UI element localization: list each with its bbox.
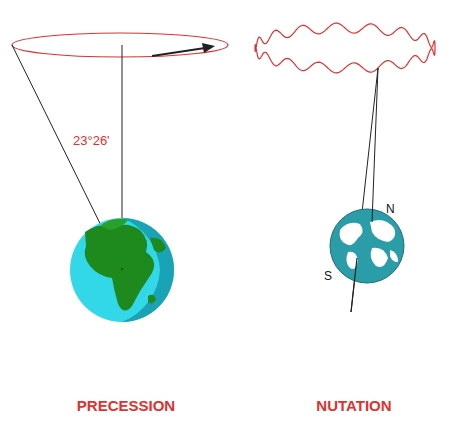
axis-south: [351, 258, 357, 312]
nutation-path: [255, 23, 435, 73]
caption-label: PRECESSION: [77, 398, 175, 413]
earth-globe: [70, 218, 174, 322]
angle-label: 23°26': [72, 134, 111, 147]
axis-north: [372, 68, 378, 222]
earth-globe: [330, 209, 404, 283]
pole-label: N: [386, 203, 395, 215]
precession-circle: [12, 33, 228, 57]
caption-label: NUTATION: [316, 398, 391, 413]
direction-arrow: [152, 43, 215, 56]
pole-label: S: [324, 270, 332, 282]
